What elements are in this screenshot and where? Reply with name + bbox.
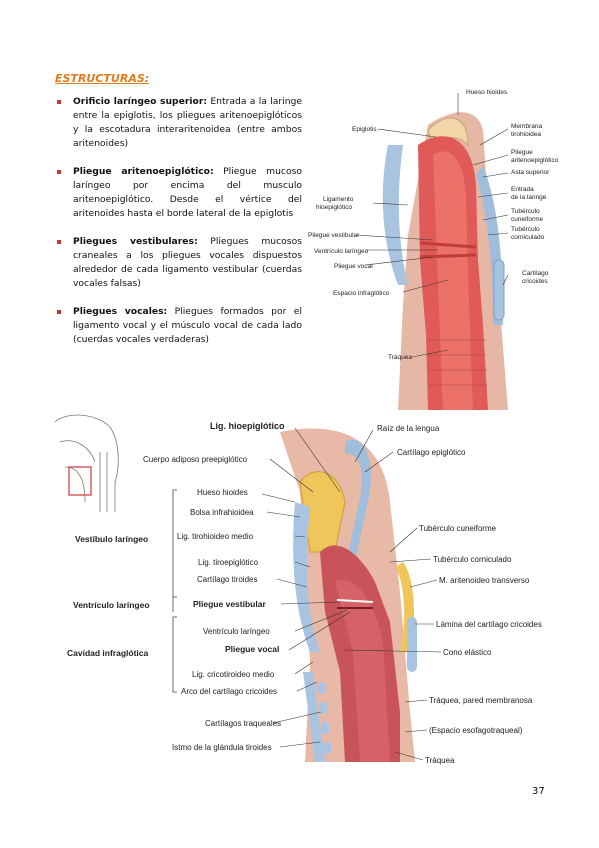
label-arco-cricoides: Arco del cartílago cricoides — [181, 687, 277, 696]
label-vestibulo: Vestíbulo laríngeo — [75, 534, 148, 544]
label-pliegue-vestibular: Pliegue vestibular — [193, 599, 266, 609]
label-espacio-esofagotraqueal: (Espacio esofagotraqueal) — [429, 726, 523, 735]
label-cartilago-tiroides: Cartílago tiroides — [197, 575, 257, 584]
term: Pliegue aritenoepiglótico: — [73, 166, 214, 177]
label-corniculado-2: corniculado — [511, 234, 545, 241]
label-cavidad: Cavidad infraglótica — [67, 648, 149, 658]
label-cuneiforme-2: cuneiforme — [511, 216, 544, 223]
label-traquea: Tráquea — [425, 756, 455, 765]
bullet-icon — [57, 310, 61, 314]
list-item: Orificio laríngeo superior: Entrada a la… — [55, 95, 302, 151]
bullet-icon — [57, 170, 61, 174]
label-hueso-hioides: Hueso hioides — [197, 488, 248, 497]
label-lig-tiroepiglotico: Lig. tiroepiglótico — [198, 558, 259, 567]
list-item: Pliegue aritenoepiglótico: Pliegue mucos… — [55, 165, 302, 221]
label-ventriculo-laringeo: Ventrículo laríngeo — [203, 627, 270, 636]
larynx-illustration-1: Hueso hioides Epiglotis Membrana tirohio… — [308, 89, 559, 410]
label-ligamento-2: hioepiglótico — [316, 204, 353, 211]
label-traquea: Tráquea — [388, 354, 412, 361]
bullet-icon — [57, 240, 61, 244]
label-espacio: Espacio infraglótico — [333, 290, 390, 297]
label-lamina-cricoides: Lámina del cartílago cricoides — [436, 620, 542, 629]
label-cuneiforme-1: Tubérculo — [511, 208, 540, 215]
label-pliegue-vestibular: Pliegue vestibular — [308, 232, 360, 239]
label-epiglotis: Epiglotis — [352, 126, 377, 133]
label-raiz-lengua: Raíz de la lengua — [377, 424, 440, 433]
label-ventriculo: Ventrículo laríngeo — [314, 248, 369, 255]
label-lig-cricotiroideo: Lig. cricotiroideo medio — [192, 670, 275, 679]
label-bolsa: Bolsa infrahioidea — [190, 508, 254, 517]
label-pliegue-2: aritenoepiglótico — [511, 157, 559, 164]
label-istmo: Istmo de la glándula tiroides — [172, 743, 272, 752]
label-ventriculo-region: Ventrículo laríngeo — [73, 600, 150, 610]
structures-list: Orificio laríngeo superior: Entrada a la… — [55, 95, 302, 361]
label-ligamento-1: Ligamento — [323, 196, 354, 203]
label-cartilagos-traqueales: Cartílagos traqueales — [205, 719, 281, 728]
label-entrada-1: Entrada — [511, 186, 534, 193]
label-hueso-hioides: Hueso hioides — [466, 89, 508, 96]
label-m-aritenoideo: M. aritenoideo transverso — [439, 576, 530, 585]
label-membrana-2: tirohioidea — [511, 131, 541, 138]
term: Pliegues vestibulares: — [73, 236, 198, 247]
label-entrada-2: de la laringe — [511, 194, 547, 201]
definition: Entrada a la laringe entre la epiglotis,… — [73, 96, 303, 149]
label-tuberculo-cuneiforme: Tubérculo cuneiforme — [419, 524, 497, 533]
label-cartilago-2: cricoides — [522, 278, 548, 285]
definition: Pliegues formados por el ligamento vocal… — [73, 306, 302, 345]
section-title: ESTRUCTURAS: — [55, 72, 150, 85]
head-inset-sketch — [55, 414, 119, 512]
term: Orificio laríngeo superior: — [73, 96, 208, 107]
label-lig-tirohioideo: Lig. tirohioideo medio — [177, 532, 254, 541]
label-pliegue-vocal: Pliegue vocal — [334, 263, 373, 270]
label-pliegue-1: Pliegue — [511, 149, 533, 156]
label-membrana-1: Membrana — [511, 123, 542, 130]
bullet-icon — [57, 100, 61, 104]
label-cartilago-1: Cartílago — [522, 270, 549, 277]
definition: Pliegues mucosos craneales a los pliegue… — [73, 236, 302, 289]
definition: Pliegue mucoso laríngeo por encima del m… — [73, 166, 302, 219]
label-cono-elastico: Cono elástico — [443, 648, 492, 657]
label-cartilago-epiglotico: Cartílago epiglótico — [397, 448, 466, 457]
term: Pliegues vocales: — [73, 306, 168, 317]
label-lig-hioepiglotico: Lig. hioepiglótico — [210, 421, 285, 431]
label-pliegue-vocal: Pliegue vocal — [225, 644, 279, 654]
list-item: Pliegues vestibulares: Pliegues mucosos … — [55, 235, 302, 291]
label-traquea-pared: Tráquea, pared membranosa — [429, 696, 533, 705]
label-cuerpo-adiposo: Cuerpo adiposo preepiglótico — [143, 455, 248, 464]
label-tuberculo-corniculado: Tubérculo corniculado — [433, 555, 512, 564]
label-corniculado-1: Tubérculo — [511, 226, 540, 233]
list-item: Pliegues vocales: Pliegues formados por … — [55, 305, 302, 347]
page-number: 37 — [532, 786, 545, 797]
label-asta: Asta superior — [511, 169, 550, 176]
larynx-illustration-2: Lig. hioepiglótico Raíz de la lengua Cue… — [55, 414, 542, 765]
